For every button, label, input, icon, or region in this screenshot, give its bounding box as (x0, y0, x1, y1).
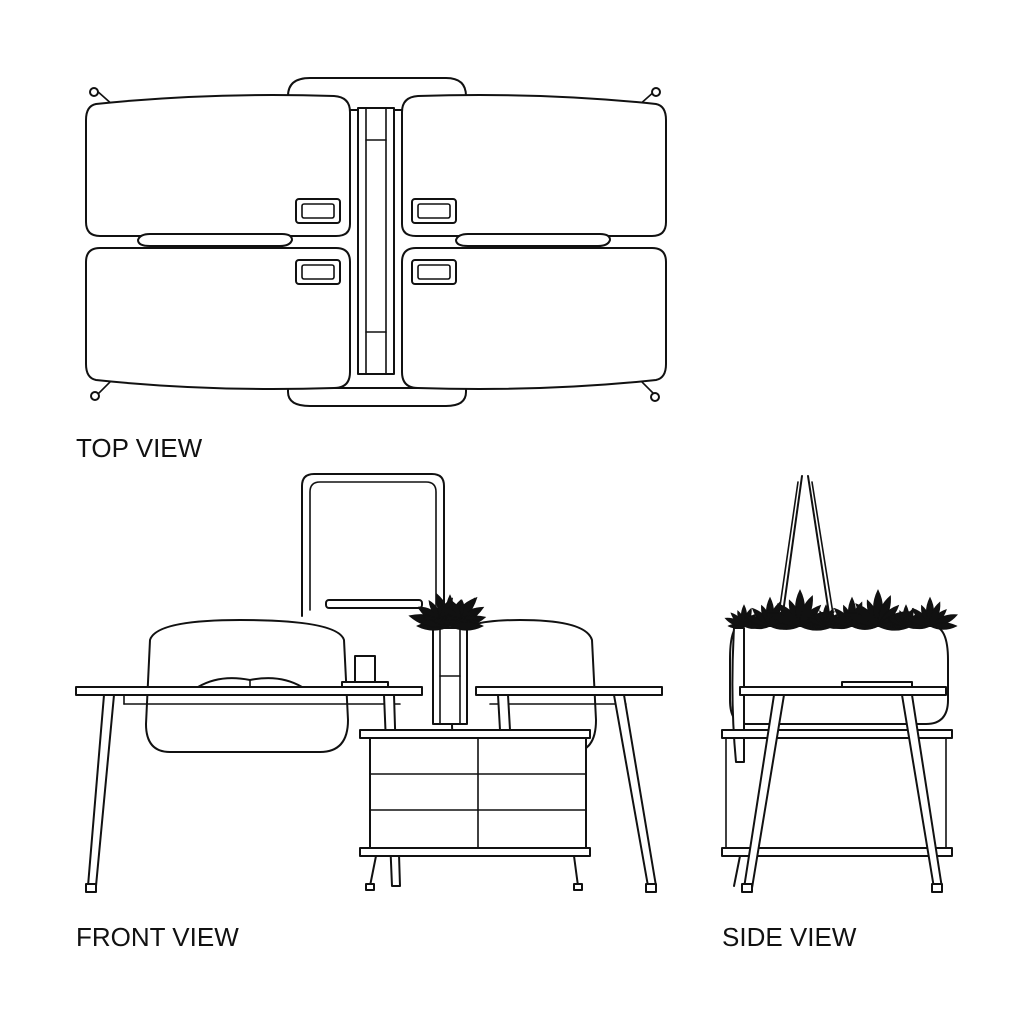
side-view-label: SIDE VIEW (722, 922, 857, 952)
desk-bottom-left (85, 247, 351, 390)
glass (354, 655, 376, 685)
front-view (75, 473, 663, 893)
side-cabinet (721, 729, 953, 739)
front-screen-frame (301, 473, 445, 617)
cable-trays (295, 198, 457, 285)
chair-back-right (455, 233, 611, 247)
desk-bottom-right (401, 247, 667, 390)
leaf (460, 614, 484, 622)
front-cabinet (359, 729, 591, 891)
side-desk-top (739, 686, 947, 696)
side-planter-box (729, 625, 949, 725)
chair-back-left (137, 233, 293, 247)
front-view-label: FRONT VIEW (76, 922, 239, 952)
front-plant-foliage (408, 592, 487, 631)
desk-top-right (401, 94, 667, 237)
side-chair-back (731, 627, 745, 763)
leaf (928, 622, 958, 630)
desk-top-left (85, 94, 351, 237)
leaf (448, 621, 484, 631)
side-view (721, 475, 953, 893)
top-view-label: TOP VIEW (76, 433, 203, 463)
top-cabinet-bottom-end (287, 387, 467, 407)
front-planter (432, 627, 468, 725)
side-plant-foliage (724, 589, 958, 631)
chair-legs (89, 87, 661, 402)
side-a-frame (777, 475, 835, 621)
top-center-rails (357, 107, 395, 375)
top-view (85, 77, 667, 407)
